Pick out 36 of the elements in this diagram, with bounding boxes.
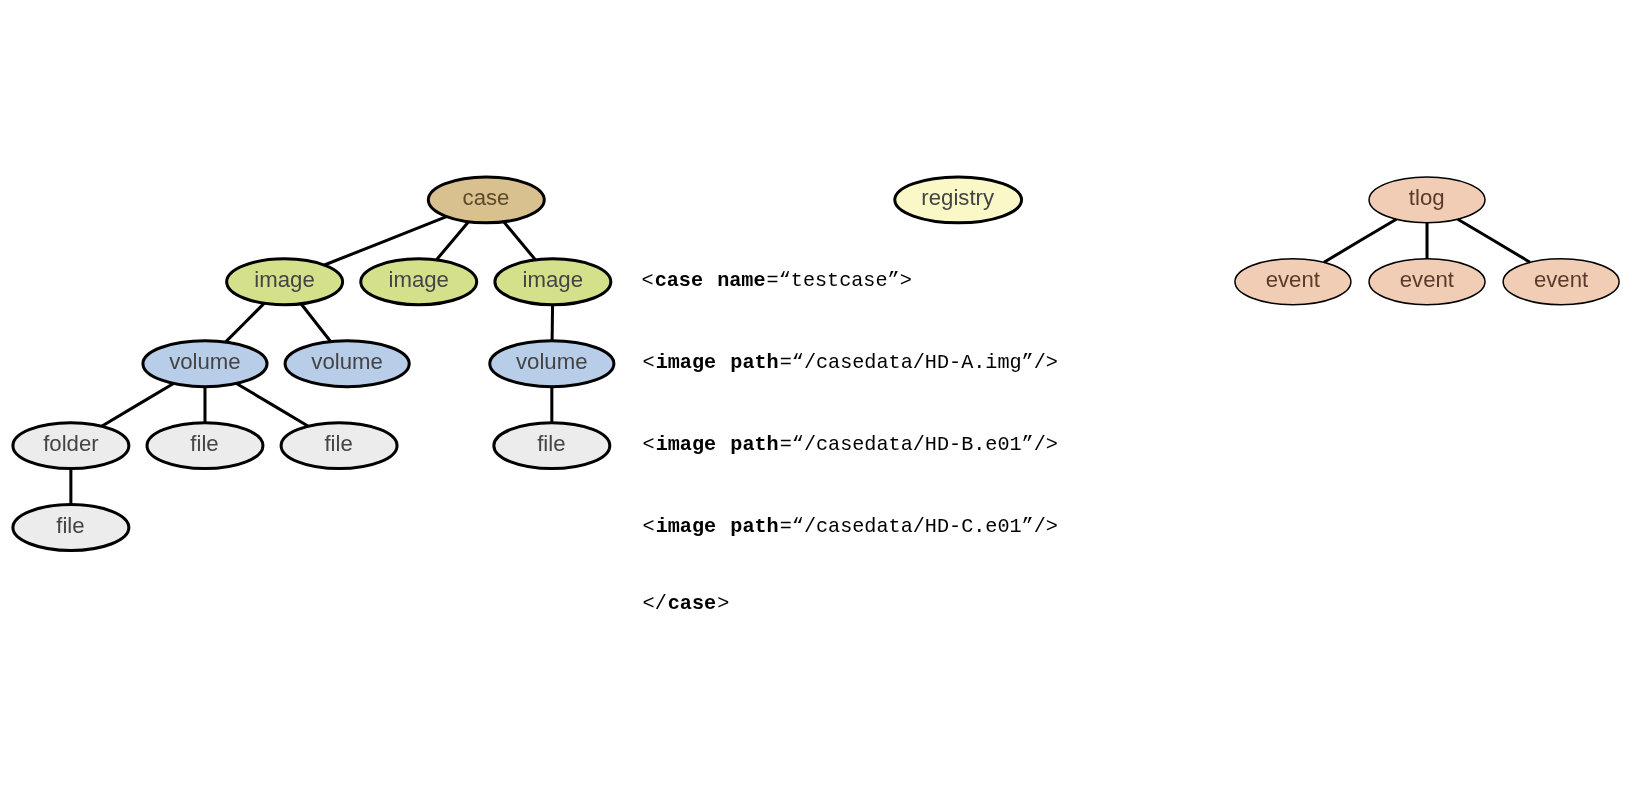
node-ellipse: image [493,256,613,306]
node-ellipse: file [145,420,265,470]
connector [550,304,555,341]
connector [203,386,207,423]
node-ellipse: image [359,256,479,306]
connector [69,467,73,505]
connector [100,381,175,428]
connector [323,214,447,266]
node-ellipse: image [225,256,345,306]
connector [224,301,266,343]
connector [235,381,310,428]
connector [299,302,332,342]
node-ellipse: volume [283,338,411,388]
node-ellipse: volume [141,338,269,388]
node-ellipse: registry [893,174,1024,224]
label: <image path=“/casedata/HD-B.e01”/> [642,432,1058,456]
node-ellipse: event [1234,257,1352,305]
label: <image path=“/casedata/HD-C.e01”/> [642,514,1058,538]
node-ellipse: file [279,420,399,470]
node-ellipse: file [11,502,131,552]
node-ellipse: event [1368,257,1486,305]
node-ellipse: file [492,420,612,470]
label: <image path=“/casedata/HD-A.img”/> [642,350,1058,374]
connector [502,220,537,261]
node-ellipse: tlog [1368,175,1486,224]
node-ellipse: case [426,174,546,224]
connector [550,386,554,423]
connector [435,220,470,261]
connector [1323,217,1398,264]
node-ellipse: volume [488,338,616,388]
node-ellipse: event [1502,257,1620,305]
connector [1425,222,1429,259]
connector [1457,217,1531,264]
label: <case name=“testcase”> [641,268,912,292]
node-ellipse: folder [11,420,131,470]
label: </case> [642,591,730,615]
